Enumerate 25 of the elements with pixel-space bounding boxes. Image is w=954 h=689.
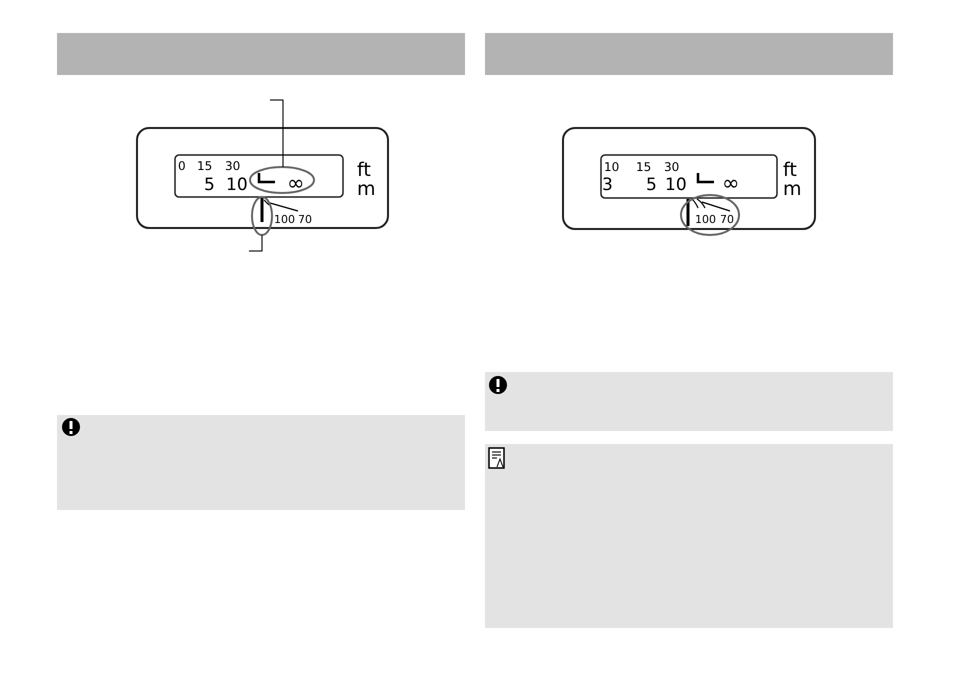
scale-number: 15 xyxy=(636,160,652,174)
scale-number: 100 xyxy=(695,213,716,226)
highlight-ellipse xyxy=(249,166,315,194)
leader-line xyxy=(248,234,262,252)
leader-line xyxy=(270,100,284,168)
scale-number: ft xyxy=(357,159,371,181)
scale-number: 5 xyxy=(646,175,657,195)
scale-number: ft xyxy=(783,159,797,181)
scale-number: m xyxy=(357,178,376,200)
infinity-mark: ∞ xyxy=(722,171,740,195)
scale-number: 30 xyxy=(664,160,680,174)
scale-number: 15 xyxy=(197,159,212,173)
infinity-mark: ∞ xyxy=(287,171,304,195)
scale-number: 30 xyxy=(225,159,240,173)
scale-number: 70 xyxy=(298,213,312,226)
highlight-ellipse xyxy=(251,196,273,236)
scale-number: 100 xyxy=(274,213,295,226)
scale-number: 5 xyxy=(204,175,215,195)
scale-number: 0 xyxy=(178,159,186,173)
scale-number: 3 xyxy=(602,175,613,195)
scale-number: 10 xyxy=(665,175,687,195)
scale-number: m xyxy=(783,178,802,200)
scale-number: 70 xyxy=(720,213,734,226)
scale-number: 10 xyxy=(604,160,620,174)
scale-number: 10 xyxy=(226,175,248,195)
